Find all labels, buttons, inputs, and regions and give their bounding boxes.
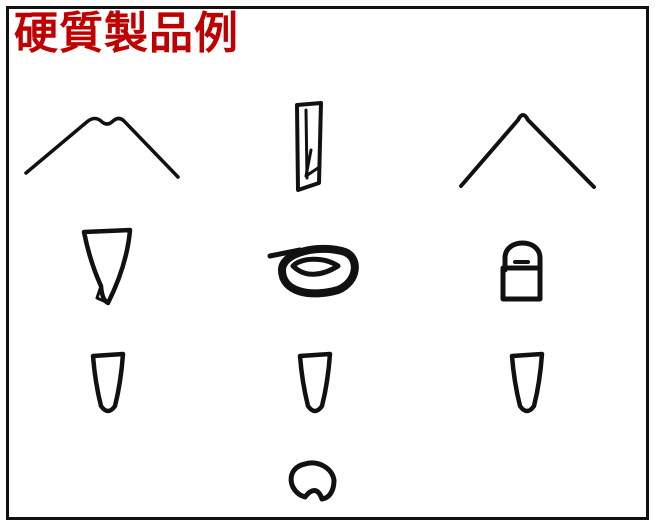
- oval-clip-profile: [267, 244, 359, 298]
- hook-box-profile: [500, 240, 543, 302]
- roof-profile-with-notch: [24, 116, 180, 179]
- small-tapered-profile-left: [90, 351, 126, 414]
- small-tapered-profile-right: [509, 351, 545, 414]
- crescent-profile: [288, 460, 337, 502]
- small-tapered-profile-center: [297, 351, 333, 414]
- page-title: 硬質製品例: [14, 8, 239, 59]
- wide-tapered-profile: [81, 227, 133, 306]
- folded-strip-profile: [295, 101, 323, 192]
- peaked-roof-profile: [459, 113, 596, 189]
